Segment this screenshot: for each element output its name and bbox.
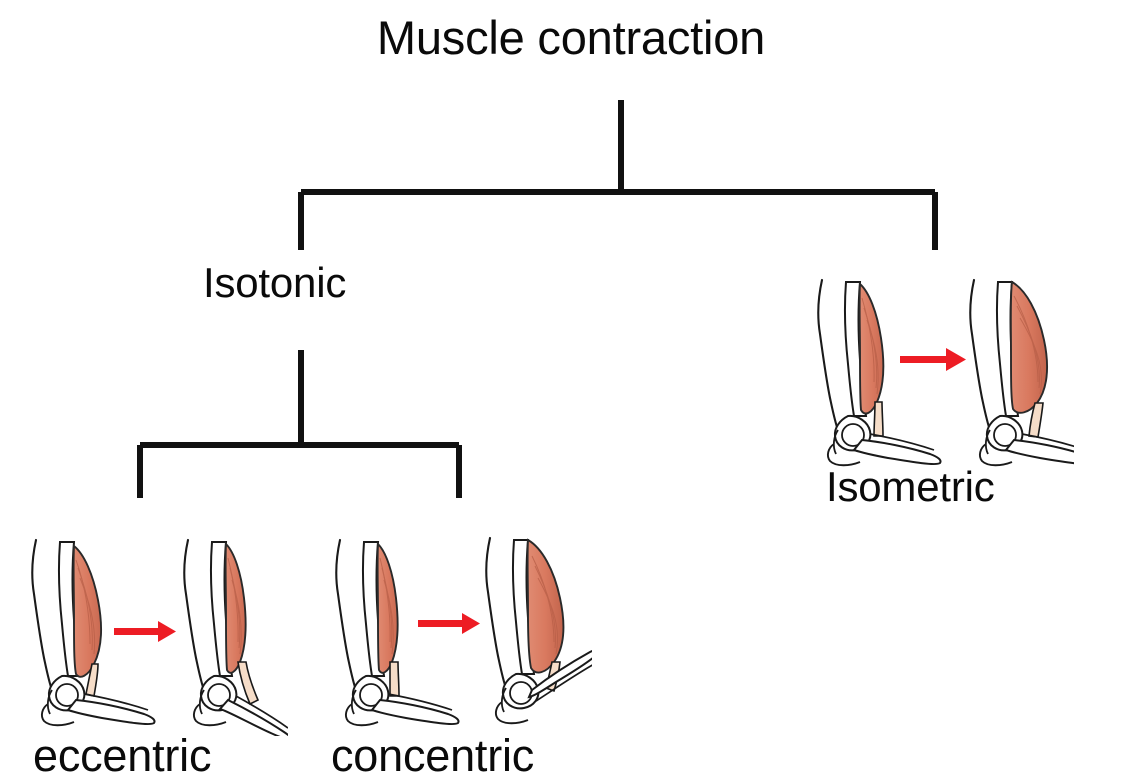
eccentric-arm-after xyxy=(183,538,288,736)
right-arrow-icon xyxy=(418,613,480,634)
right-arrow-icon xyxy=(114,621,176,642)
node-isometric: Isometric xyxy=(826,463,995,510)
node-concentric: concentric xyxy=(331,730,535,781)
eccentric-arm-before xyxy=(31,538,156,727)
concentric-arm-after xyxy=(485,536,592,725)
eccentric-contraction-illustration xyxy=(18,524,288,736)
concentric-arm-before xyxy=(335,538,460,727)
isometric-contraction-illustration xyxy=(804,264,1074,476)
page-title: Muscle contraction xyxy=(376,11,766,64)
right-arrow-icon xyxy=(900,348,966,371)
concentric-contraction-illustration xyxy=(322,524,592,736)
node-eccentric: eccentric xyxy=(33,730,212,781)
isometric-arm-after xyxy=(969,278,1074,467)
node-isotonic: Isotonic xyxy=(203,259,347,306)
isometric-arm-before xyxy=(817,278,942,467)
